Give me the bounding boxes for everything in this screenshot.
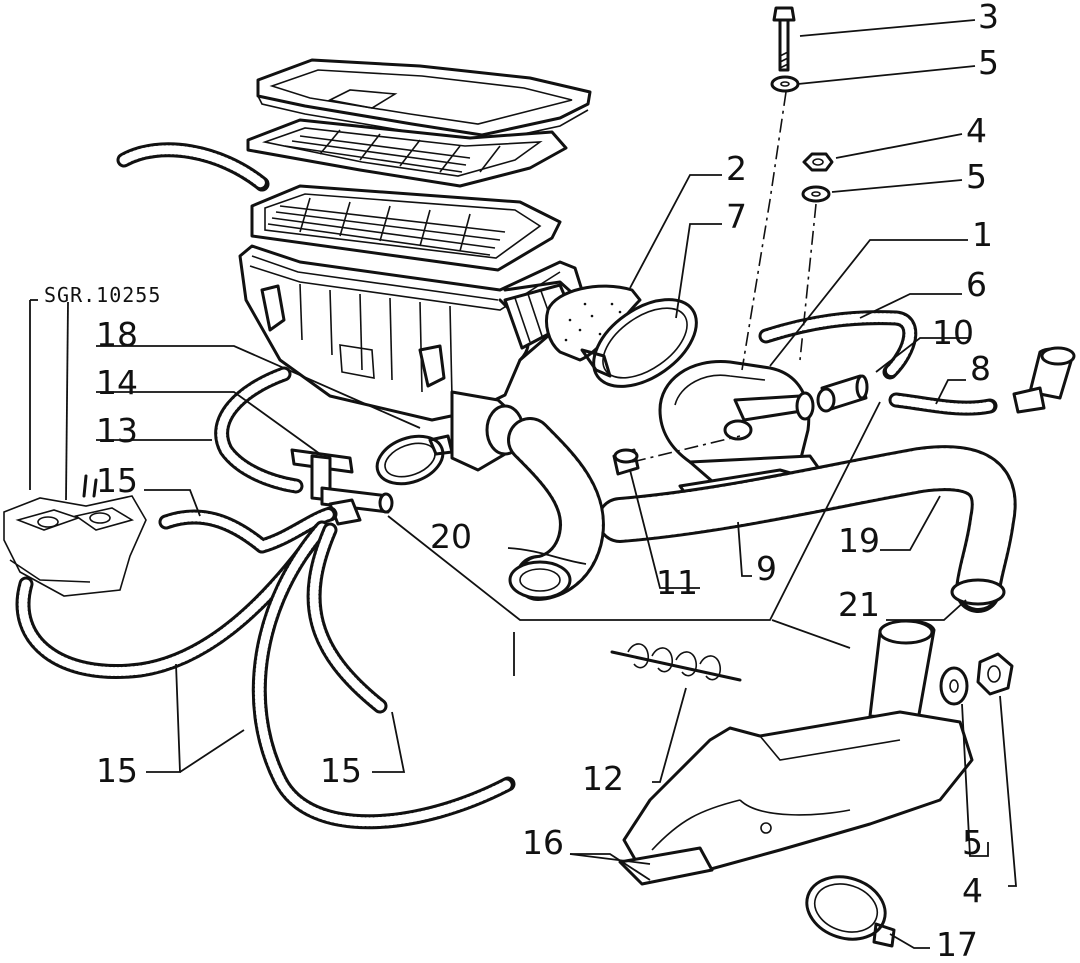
part-20-corrugated-elbow <box>507 417 605 601</box>
callout-15: 15 <box>96 751 138 790</box>
callout-6: 6 <box>966 265 987 304</box>
callout-11: 11 <box>656 563 698 602</box>
filter-element <box>246 118 568 188</box>
callout-2: 2 <box>726 149 747 188</box>
drawing-reference: SGR.10255 <box>44 283 161 307</box>
nut-4-top <box>802 152 834 172</box>
callout-4: 4 <box>962 871 983 910</box>
part-14-t-fitting <box>290 448 394 526</box>
callout-21: 21 <box>838 585 880 624</box>
callout-13: 13 <box>96 411 138 450</box>
callout-labels: SGR.10255 3 5 4 5 2 7 1 6 10 8 18 14 13 … <box>44 0 999 963</box>
callout-4: 4 <box>966 111 987 150</box>
callout-5: 5 <box>978 43 999 82</box>
part-11-bushing <box>612 448 640 476</box>
leader-lines <box>29 19 1017 949</box>
callout-15: 15 <box>96 461 138 500</box>
part-7-clamp-ring <box>580 298 698 388</box>
callout-10: 10 <box>932 313 974 352</box>
hose-top-left <box>116 142 270 192</box>
callout-18: 18 <box>96 315 138 354</box>
part-12-clip <box>610 643 742 682</box>
callout-3: 3 <box>978 0 999 36</box>
callout-16: 16 <box>522 823 564 862</box>
washer-5-mid <box>801 185 831 203</box>
part-1-adaptor <box>658 360 822 490</box>
callout-19: 19 <box>838 521 880 560</box>
part-13-hose <box>214 366 304 494</box>
callout-5: 5 <box>966 157 987 196</box>
callout-14: 14 <box>96 363 138 402</box>
callout-20: 20 <box>430 517 472 556</box>
callout-8: 8 <box>970 349 991 388</box>
nut-4-lower <box>976 652 1014 696</box>
part-8-hose <box>888 346 1076 416</box>
part-19-corrugated-hose <box>597 445 1017 613</box>
carburetor <box>3 474 147 597</box>
callout-15: 15 <box>320 751 362 790</box>
washer-5-lower <box>939 666 969 706</box>
part-21-pipe <box>868 619 936 722</box>
bolt-3 <box>772 6 796 72</box>
air-filter-cover <box>256 58 592 144</box>
callout-5: 5 <box>962 823 983 862</box>
part-18-hose-clamp <box>375 434 454 486</box>
callout-9: 9 <box>756 549 777 588</box>
callout-12: 12 <box>582 759 624 798</box>
callout-17: 17 <box>936 925 978 963</box>
callout-1: 1 <box>972 215 993 254</box>
part-15-hoses <box>15 506 516 830</box>
callout-7: 7 <box>726 197 747 236</box>
part-17-band-clamp <box>805 875 896 948</box>
part-10-fitting <box>816 374 869 413</box>
panel-filter <box>250 184 562 272</box>
washer-5-top <box>770 75 800 93</box>
